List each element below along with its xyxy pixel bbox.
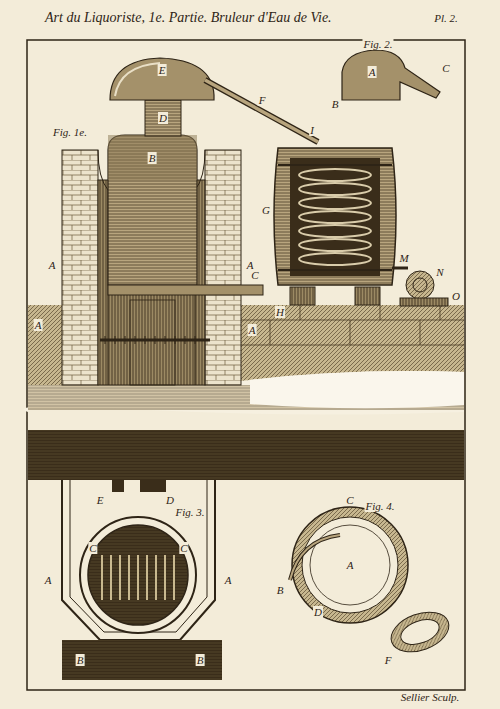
part-letter: C: [179, 542, 188, 554]
plate-number: Pl. 2.: [433, 12, 459, 24]
part-letter: A: [44, 574, 53, 586]
figure-label: Fig. 3.: [174, 506, 205, 518]
part-letter: M: [398, 252, 409, 264]
part-letter: I: [309, 124, 315, 136]
part-letter: A: [48, 259, 57, 271]
part-letter: D: [313, 606, 323, 618]
figure-label: Fig. 4.: [364, 500, 395, 512]
figure-label: Fig. 2.: [362, 38, 393, 50]
part-letter: A: [224, 574, 233, 586]
part-letter: A: [34, 319, 43, 331]
part-letter: A: [346, 559, 355, 571]
part-letter: C: [345, 494, 354, 506]
part-letter: B: [331, 98, 340, 110]
part-letter: A: [368, 66, 377, 78]
part-letter: B: [276, 584, 285, 596]
part-letter: G: [261, 204, 271, 216]
part-letter: D: [158, 112, 168, 124]
part-letter: F: [258, 94, 267, 106]
part-letter: C: [250, 269, 259, 281]
part-letter: A: [248, 324, 257, 336]
figure-label: Fig. 1e.: [52, 126, 88, 138]
part-letter: B: [148, 152, 157, 164]
part-letter: C: [88, 542, 97, 554]
part-letter: E: [158, 64, 167, 76]
engraver-signature: Sellier Sculp.: [400, 691, 461, 703]
plate-title: Art du Liquoriste, 1e. Partie. Bruleur d…: [45, 10, 332, 26]
part-letter: O: [451, 290, 461, 302]
part-letter: B: [76, 654, 85, 666]
part-letter: N: [435, 266, 444, 278]
part-letter: D: [165, 494, 175, 506]
part-letter: H: [275, 306, 285, 318]
part-letter: E: [96, 494, 105, 506]
part-letter: B: [196, 654, 205, 666]
part-letter: C: [441, 62, 450, 74]
part-letter: F: [384, 654, 393, 666]
